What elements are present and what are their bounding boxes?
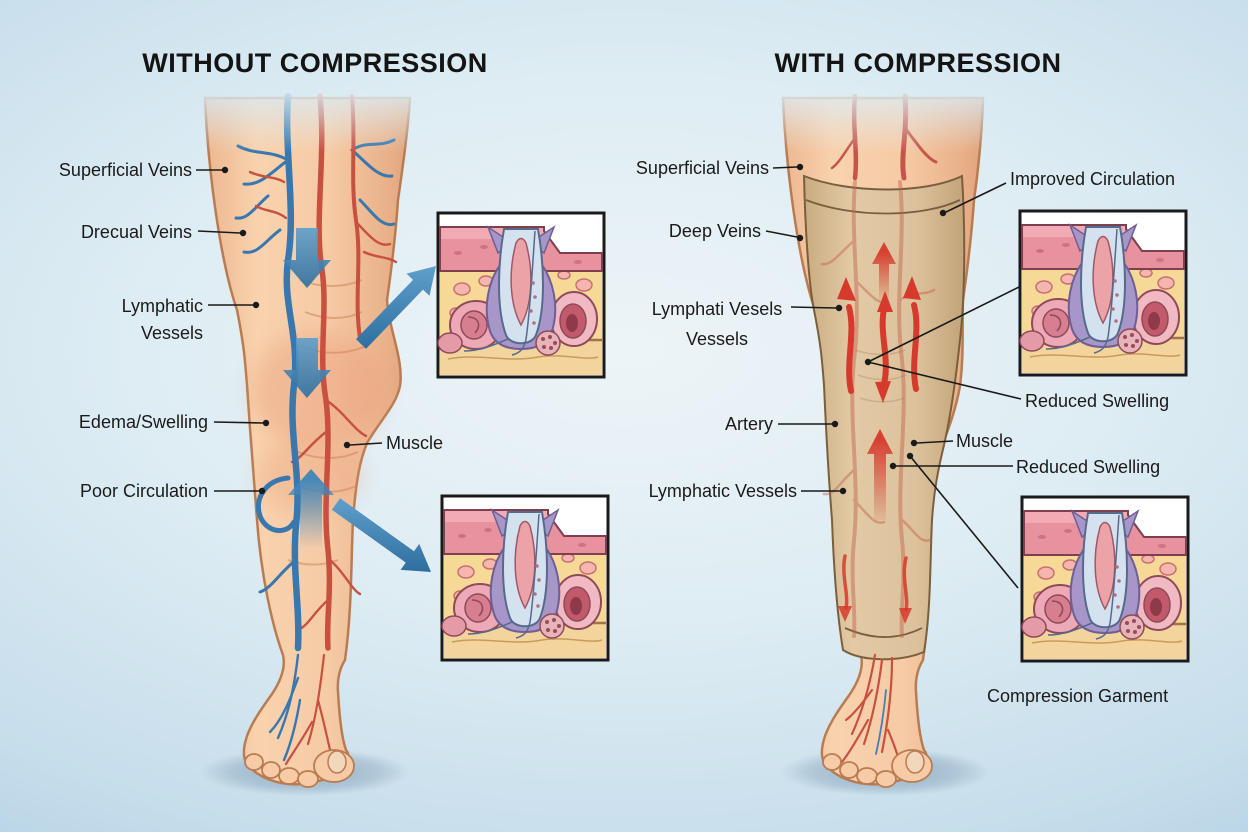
label-superficial-veins-right: Superficial Veins <box>635 158 769 178</box>
label-lymphati-line2: Vessels <box>685 329 749 349</box>
label-muscle-left: Muscle <box>386 433 444 453</box>
right-foot-vessels <box>840 653 902 766</box>
inset-cross-section-right-bottom <box>1020 495 1190 663</box>
label-compression-garment: Compression Garment <box>987 686 1169 706</box>
inset-cross-section-left-top <box>436 211 606 379</box>
label-muscle-right: Muscle <box>956 431 1014 451</box>
left-leg-vessels <box>234 92 398 766</box>
right-panel-title: WITH COMPRESSION <box>774 48 1062 78</box>
label-deep-veins: Deep Veins <box>668 221 761 241</box>
improved-flow-arrows <box>837 242 921 624</box>
label-lymphatic-vessels-right: Lymphatic Vessels <box>648 481 797 501</box>
inset-cross-section-right-top <box>1018 209 1188 377</box>
leader-lines <box>196 166 1022 589</box>
right-big-toe-nail <box>905 750 925 774</box>
label-lymphatic-line1: Lymphatic <box>121 296 203 316</box>
callout-arrow-to-top-inset <box>356 266 436 349</box>
inset-cross-section-left-bottom <box>440 494 610 662</box>
label-artery: Artery <box>724 414 773 434</box>
left-panel-title: WITHOUT COMPRESSION <box>142 48 488 78</box>
right-leg-illustration <box>781 93 985 788</box>
leader-dots <box>221 163 947 495</box>
down-flow-arrow-2 <box>283 338 331 398</box>
left-big-toe-nail <box>327 750 347 774</box>
label-edema-swelling: Edema/Swelling <box>78 412 208 432</box>
callout-arrow-to-bottom-inset <box>331 498 431 572</box>
label-lymphati-line1: Lymphati Vesels <box>651 299 783 319</box>
label-superficial-veins-left: Superficial Veins <box>58 160 192 180</box>
down-flow-arrow-1 <box>283 228 331 288</box>
label-reduced-swelling-lower: Reduced Swelling <box>1016 457 1161 477</box>
label-poor-circulation: Poor Circulation <box>79 481 208 501</box>
up-flow-arrow <box>288 469 334 548</box>
label-lymphatic-line2: Vessels <box>140 323 203 343</box>
right-thigh-vessels <box>830 93 938 181</box>
left-leg-illustration <box>203 92 412 788</box>
label-lymphatic-vessels-left: Lymphatic Vessels <box>40 293 203 347</box>
label-improved-circulation: Improved Circulation <box>1010 169 1176 189</box>
label-drecual-veins: Drecual Veins <box>80 222 192 242</box>
compression-stocking <box>802 174 966 661</box>
label-reduced-swelling-upper: Reduced Swelling <box>1025 391 1170 411</box>
poor-flow-arrows <box>283 228 334 548</box>
label-lymphatic-vessels-upper-right: Lymphati Vesels Vessels <box>637 294 797 354</box>
